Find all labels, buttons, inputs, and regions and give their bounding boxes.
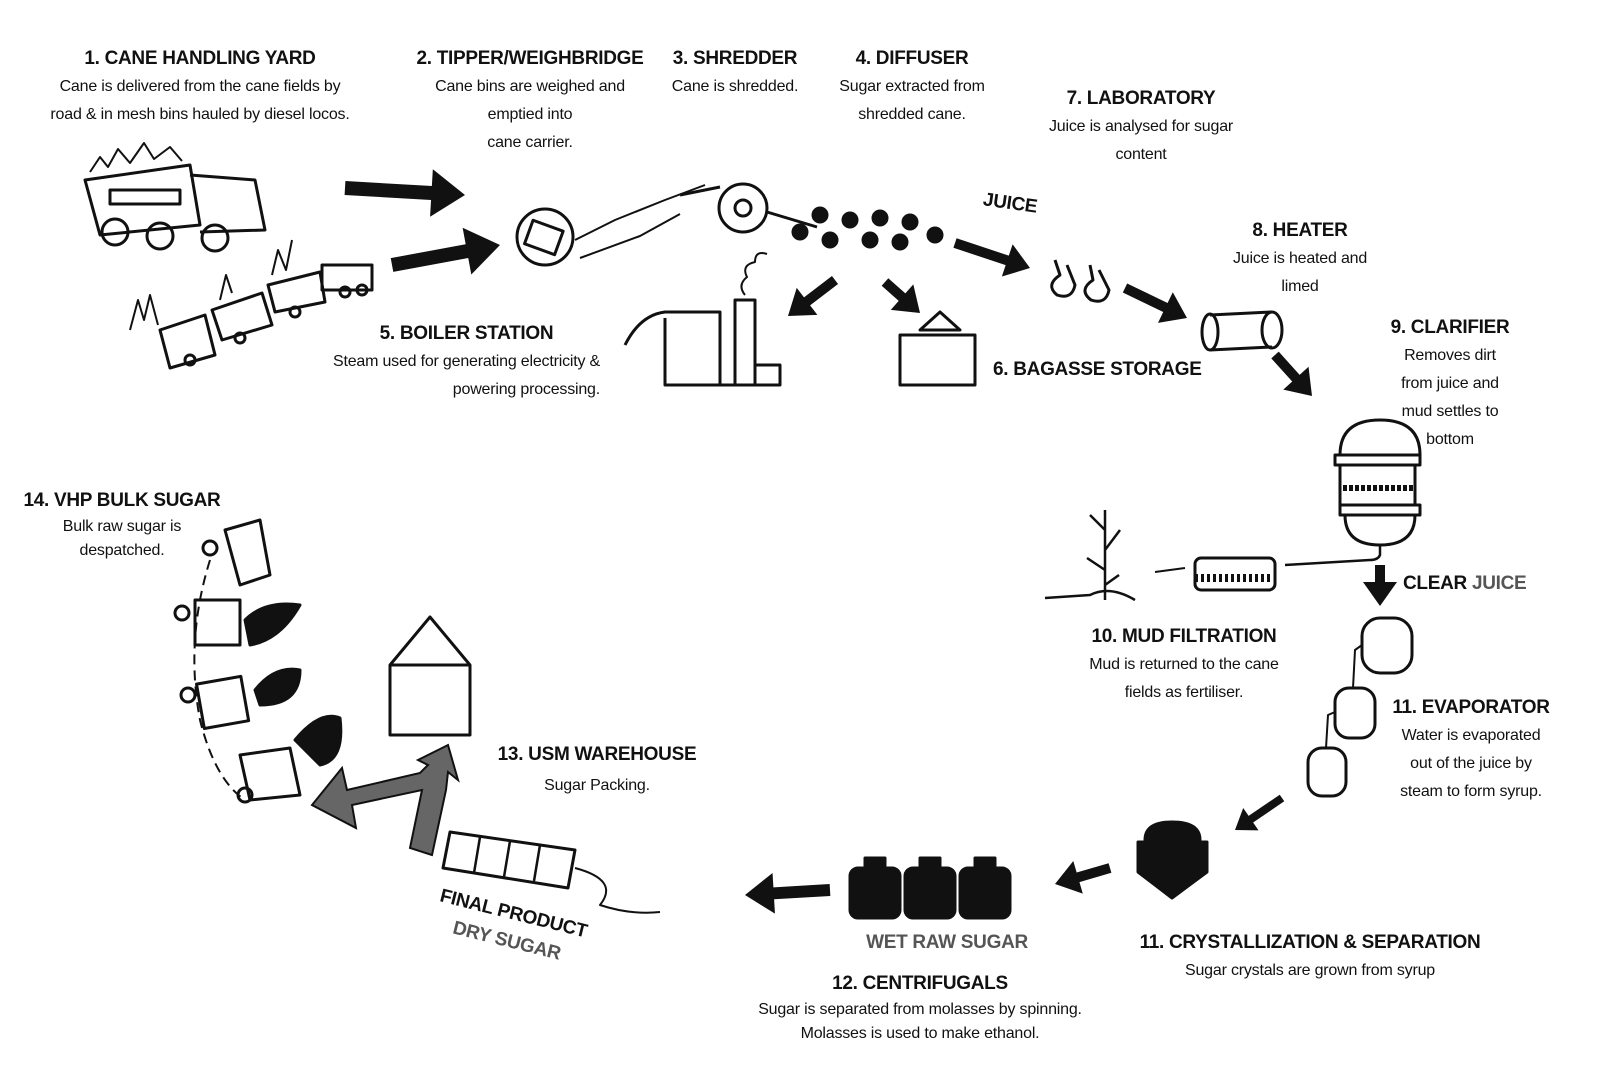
step-desc: Mud is returned to the cane <box>1089 656 1279 673</box>
step-desc: Removes dirt <box>1404 347 1496 364</box>
warehouse-icon <box>388 615 472 737</box>
step-12-centrifugals: 12. CENTRIFUGALS Sugar is separated from… <box>758 970 1082 1046</box>
step-desc: bottom <box>1426 431 1474 448</box>
clear-label: CLEAR <box>1403 573 1467 594</box>
step-title: 10. MUD FILTRATION <box>1091 626 1277 647</box>
step-desc: powering processing. <box>452 381 600 398</box>
step-title: 14. VHP BULK SUGAR <box>23 490 221 511</box>
boiler-station-icon <box>623 252 782 387</box>
step-14-vhp-bulk-sugar: 14. VHP BULK SUGAR Bulk raw sugar is des… <box>24 487 221 563</box>
step-desc: cane carrier. <box>487 134 573 151</box>
step-desc: Cane is shredded. <box>671 78 799 95</box>
flow-arrow <box>390 227 500 275</box>
step-6-bagasse-storage: 6. BAGASSE STORAGE <box>993 359 1202 380</box>
flow-arrow <box>881 278 920 313</box>
juice-label: JUICE <box>1471 573 1527 594</box>
wet-raw-sugar-label: WET RAW SUGAR <box>866 932 1028 953</box>
step-10-mud-filtration: 10. MUD FILTRATION Mud is returned to th… <box>1089 623 1279 707</box>
shredder-icon <box>679 182 818 234</box>
step-title: 11. CRYSTALLIZATION & SEPARATION <box>1139 932 1481 953</box>
step-8-heater: 8. HEATER Juice is heated and limed <box>1233 217 1367 301</box>
step-desc: content <box>1115 146 1167 163</box>
bulk-sugar-trucks-icon <box>173 518 343 804</box>
laboratory-flask-icon <box>1050 259 1111 303</box>
flow-arrow <box>344 169 465 217</box>
clear-juice-label: CLEAR JUICE <box>1403 570 1527 598</box>
step-desc: road & in mesh bins hauled by diesel loc… <box>50 106 350 123</box>
tipper-icon <box>515 184 706 267</box>
flow-arrow <box>1055 860 1112 894</box>
heater-icon <box>1200 310 1284 352</box>
step-11-crystallization: 11. CRYSTALLIZATION & SEPARATION Sugar c… <box>1140 929 1481 985</box>
flow-arrows <box>310 169 1397 914</box>
clarifier-icon <box>1284 418 1422 567</box>
centrifugals-icon <box>848 856 1012 920</box>
diffuser-icon <box>791 206 944 251</box>
bagasse-storage-icon <box>898 310 977 387</box>
step-desc: Juice is heated and <box>1232 250 1368 267</box>
step-title: 4. DIFFUSER <box>855 48 969 69</box>
step-desc: out of the juice by <box>1410 755 1532 772</box>
step-desc: Steam used for generating electricity & <box>332 353 600 370</box>
flow-arrow <box>745 872 831 914</box>
dryer-icon <box>441 830 661 914</box>
step-desc: Cane is delivered from the cane fields b… <box>59 78 341 95</box>
evaporator-icon <box>1306 616 1414 798</box>
step-desc: Water is evaporated <box>1401 727 1541 744</box>
step-desc: Juice is analysed for sugar <box>1048 118 1234 135</box>
flow-arrow <box>1363 565 1397 606</box>
step-1-cane-handling-yard: 1. CANE HANDLING YARD Cane is delivered … <box>50 45 349 129</box>
step-desc: Sugar is separated from molasses by spin… <box>758 1001 1082 1018</box>
cane-train-icon <box>129 239 374 370</box>
flow-arrow <box>1122 283 1187 323</box>
step-desc: shredded cane. <box>858 106 966 123</box>
step-title: 2. TIPPER/WEIGHBRIDGE <box>416 48 644 69</box>
step-title: 7. LABORATORY <box>1066 88 1216 109</box>
step-desc: from juice and <box>1401 375 1499 392</box>
step-title: 13. USM WAREHOUSE <box>497 744 697 765</box>
step-desc: Bulk raw sugar is <box>62 518 182 535</box>
mud-filter-icon <box>1154 556 1277 592</box>
step-title: 11. EVAPORATOR <box>1392 697 1550 718</box>
step-title: 9. CLARIFIER <box>1390 317 1510 338</box>
step-7-laboratory: 7. LABORATORY Juice is analysed for suga… <box>1049 85 1233 169</box>
step-desc: Cane bins are weighed and <box>435 78 625 95</box>
step-13-usm-warehouse: 13. USM WAREHOUSE Sugar Packing. <box>498 741 697 800</box>
step-desc: Sugar Packing. <box>544 777 650 794</box>
step-title: 1. CANE HANDLING YARD <box>84 48 316 69</box>
flow-arrow <box>788 276 839 316</box>
step-3-shredder: 3. SHREDDER Cane is shredded. <box>671 45 799 101</box>
warehouse-bulk-split-arrow <box>310 743 460 857</box>
step-title: 3. SHREDDER <box>672 48 798 69</box>
step-desc: despatched. <box>79 542 165 559</box>
step-title: 8. HEATER <box>1252 220 1348 241</box>
step-9-clarifier: 9. CLARIFIER Removes dirt from juice and… <box>1391 314 1510 454</box>
step-title: 5. BOILER STATION <box>379 323 554 344</box>
truck-icon <box>83 142 267 253</box>
flow-arrow <box>953 238 1030 277</box>
step-desc: emptied into <box>487 106 573 123</box>
step-desc: Sugar crystals are grown from syrup <box>1185 962 1435 979</box>
step-4-diffuser: 4. DIFFUSER Sugar extracted from shredde… <box>839 45 985 129</box>
step-11-evaporator: 11. EVAPORATOR Water is evaporated out o… <box>1392 694 1550 806</box>
flow-arrow <box>1271 351 1312 396</box>
step-desc: Sugar extracted from <box>839 78 985 95</box>
step-5-boiler-station: 5. BOILER STATION Steam used for generat… <box>333 320 600 404</box>
flow-arrow <box>1235 794 1285 831</box>
step-title: 12. CENTRIFUGALS <box>832 973 1008 994</box>
step-desc: Molasses is used to make ethanol. <box>800 1025 1040 1042</box>
step-desc: mud settles to <box>1401 403 1499 420</box>
cane-plant-icon <box>1044 510 1136 602</box>
step-2-tipper-weighbridge: 2. TIPPER/WEIGHBRIDGE Cane bins are weig… <box>416 45 643 157</box>
step-desc: limed <box>1281 278 1319 295</box>
step-desc: fields as fertiliser. <box>1124 684 1244 701</box>
crystallizer-icon <box>1136 820 1209 900</box>
step-desc: steam to form syrup. <box>1400 783 1542 800</box>
